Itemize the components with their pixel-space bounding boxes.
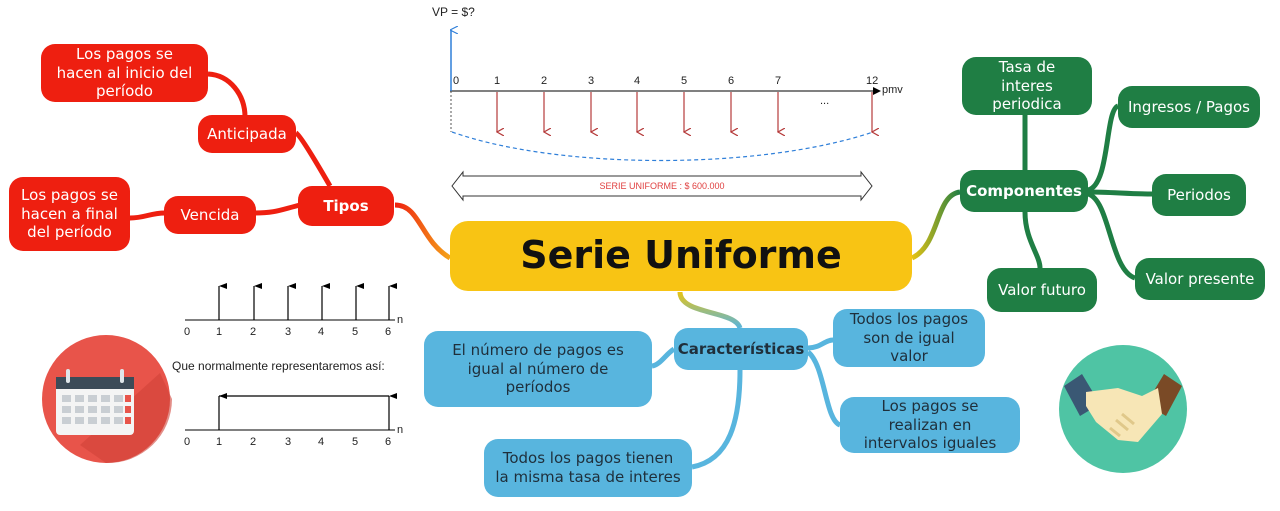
vencida-desc-node[interactable]: Los pagos se hacen a final del período [9,177,130,251]
cf-tick-7: 7 [775,75,782,87]
tl-bot-tick-1: 1 [216,436,223,448]
cf-tick-3: 3 [588,75,595,87]
num-pagos-node[interactable]: El número de pagos es igual al número de… [424,331,652,407]
igual-valor-node[interactable]: Todos los pagos son de igual valor [833,309,985,367]
payment-arrows [497,92,872,132]
tl-bot-tick-0: 0 [184,436,191,448]
series-double-arrow [451,170,873,202]
anticipada-desc-node[interactable]: Los pagos se hacen al inicio del período [41,44,208,102]
tl-bot-tick-6: 6 [385,436,392,448]
series-label: SERIE UNIFORME : $ 600.000 [599,181,725,191]
tl-bot-n: n [397,424,404,436]
tl-top-tick-6: 6 [385,326,392,338]
tl-top-tick-0: 0 [184,326,191,338]
cf-ellipsis: ... [820,95,830,107]
cf-tick-6: 6 [728,75,735,87]
tl-bot-tick-2: 2 [250,436,257,448]
tl-top-n: n [397,314,404,326]
timeline-bottom [185,393,397,431]
handshake-icon [1059,345,1187,473]
cf-tick-0: 0 [453,75,460,87]
pmv-label: pmv [882,84,903,96]
tipos-node[interactable]: Tipos [298,186,394,226]
cf-tick-2: 2 [541,75,548,87]
central-topic[interactable]: Serie Uniforme [450,221,912,291]
valor-futuro-node[interactable]: Valor futuro [987,268,1097,312]
tl-top-tick-3: 3 [285,326,292,338]
tl-top-tick-4: 4 [318,326,325,338]
caracteristicas-node[interactable]: Características [674,328,808,370]
tasa-interes-node[interactable]: Tasa de interes periodica [962,57,1092,115]
ingresos-pagos-node[interactable]: Ingresos / Pagos [1118,86,1260,128]
componentes-node[interactable]: Componentes [960,170,1088,212]
tl-top-tick-1: 1 [216,326,223,338]
periodos-node[interactable]: Periodos [1152,174,1246,216]
tl-top-tick-2: 2 [250,326,257,338]
cf-tick-4: 4 [634,75,641,87]
calendar-icon [42,335,172,464]
vp-label: VP = $? [432,5,475,19]
cashflow-timeline [450,30,881,132]
valor-presente-node[interactable]: Valor presente [1135,258,1265,300]
anticipada-node[interactable]: Anticipada [198,115,296,153]
tl-bot-tick-5: 5 [352,436,359,448]
cf-tick-12: 12 [866,75,879,87]
tl-bot-tick-4: 4 [318,436,325,448]
misma-tasa-node[interactable]: Todos los pagos tienen la misma tasa de … [484,439,692,497]
discount-curve [451,131,874,162]
cf-tick-5: 5 [681,75,688,87]
cf-tick-1: 1 [494,75,501,87]
intervalos-node[interactable]: Los pagos se realizan en intervalos igua… [840,397,1020,453]
timeline-caption: Que normalmente representaremos así: [172,359,385,373]
tl-top-tick-5: 5 [352,326,359,338]
vencida-node[interactable]: Vencida [164,196,256,234]
tl-bot-tick-3: 3 [285,436,292,448]
